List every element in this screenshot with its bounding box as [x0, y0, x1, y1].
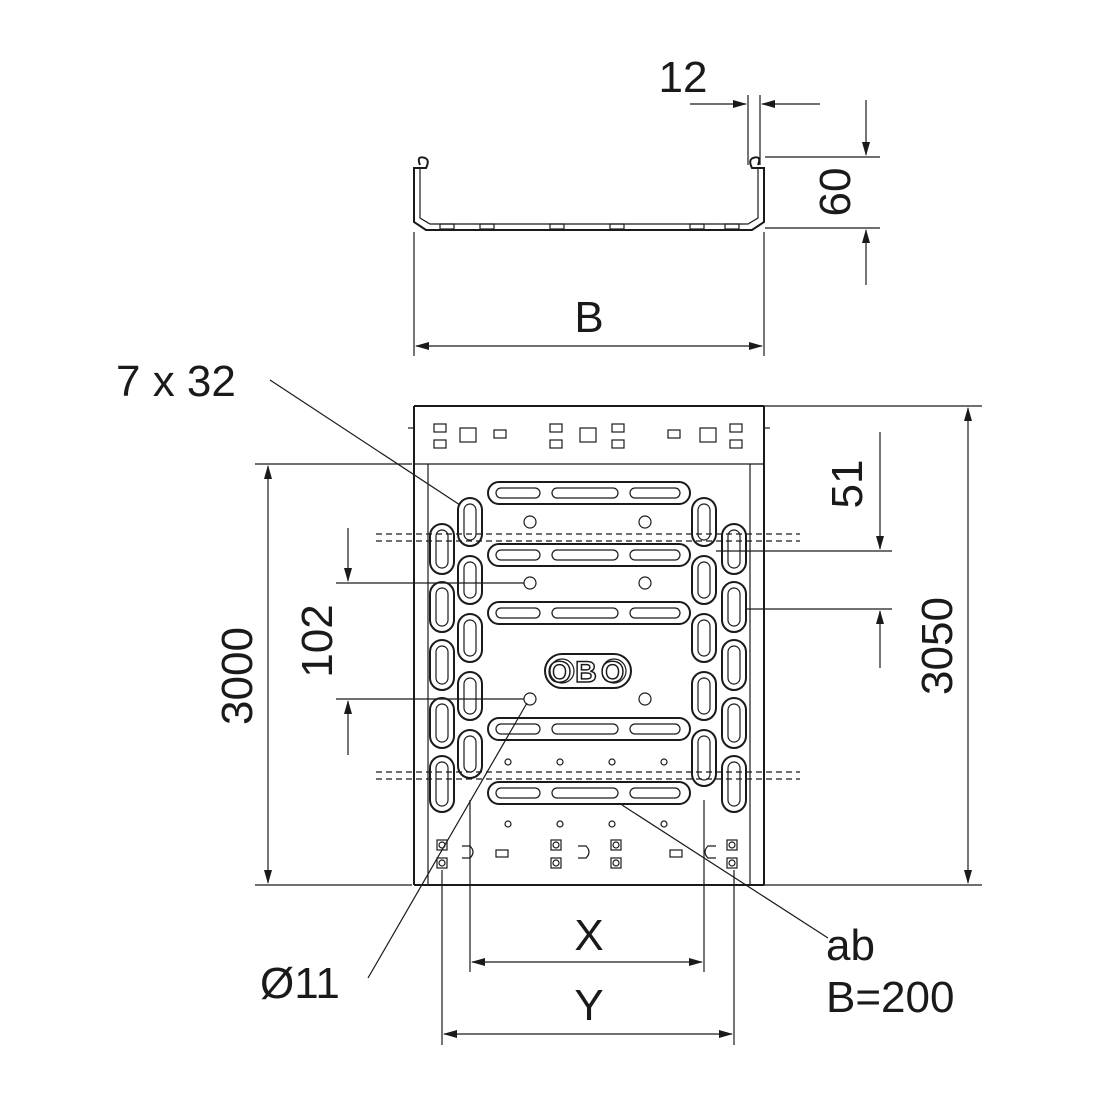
bottom-connector-holes [436, 839, 738, 869]
dim-b-label: B [574, 293, 603, 342]
base-bumps [439, 223, 740, 230]
dimension-b: B [413, 232, 765, 356]
perforation-label: 7 x 32 [116, 357, 236, 406]
dim-y-label: Y [574, 981, 603, 1030]
dim-3050-label: 3050 [913, 597, 962, 695]
dimension-x: X [469, 800, 705, 972]
obo-logo: OBO [544, 653, 632, 690]
cross-section-view [413, 156, 765, 231]
dim-51-label: 51 [823, 460, 872, 509]
plan-view: OBO [376, 405, 800, 886]
dim-12-label: 12 [659, 53, 708, 102]
dimension-12: 12 [659, 53, 820, 165]
note-ab-label: ab [826, 921, 875, 970]
perforation-callout: 7 x 32 [116, 357, 461, 506]
dimension-102: 102 [293, 528, 524, 755]
hole-diameter-callout: Ø11 [260, 702, 528, 1008]
dim-102-label: 102 [293, 604, 342, 677]
hole-diameter-label: Ø11 [260, 959, 340, 1008]
dim-3000-label: 3000 [213, 627, 262, 725]
dimension-3050: 3050 [764, 405, 982, 886]
dimension-3000: 3000 [213, 463, 412, 886]
dimension-51: 51 [716, 432, 892, 668]
connector-holes [433, 423, 743, 449]
dim-x-label: X [574, 911, 603, 960]
dimension-60: 60 [765, 100, 880, 285]
obo-logo-text: OBO [548, 656, 628, 689]
dimension-y: Y [441, 870, 735, 1045]
dim-60-label: 60 [811, 168, 860, 217]
side-slots-right [691, 497, 747, 813]
note-b200-label: B=200 [826, 973, 954, 1022]
round-holes [504, 515, 668, 828]
side-slots-left [429, 497, 483, 813]
width-note-callout: ab B=200 [621, 804, 954, 1022]
transverse-slots [487, 481, 691, 805]
